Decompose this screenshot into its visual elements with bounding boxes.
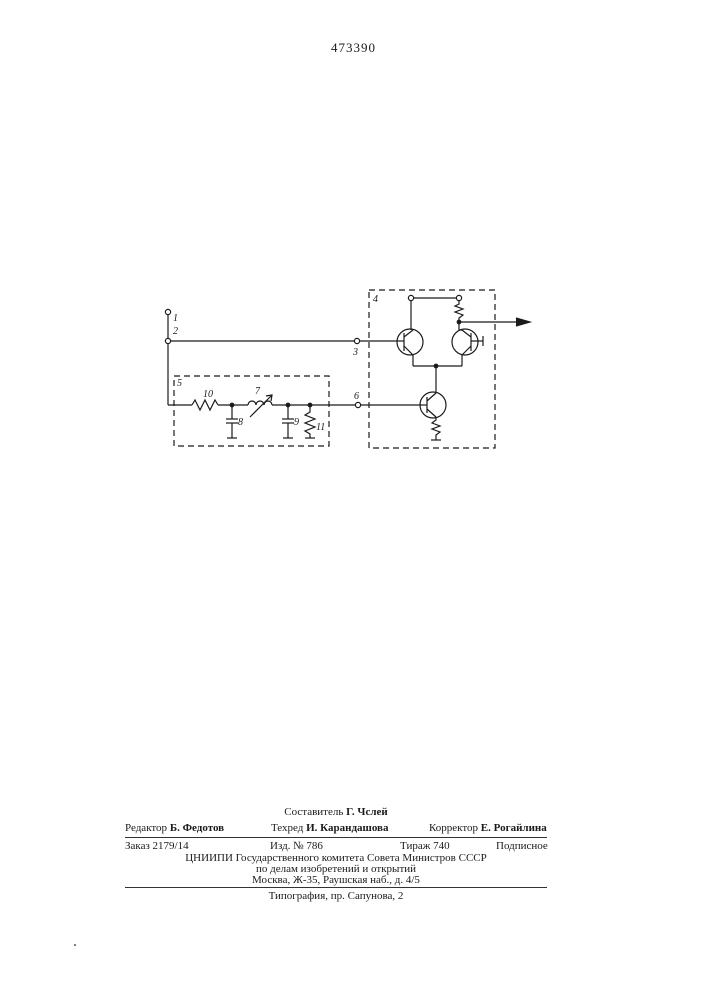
collector-resistor (455, 300, 463, 330)
techred-role: Техред (271, 822, 303, 834)
label-7: 7 (255, 386, 261, 397)
label-10: 10 (203, 389, 213, 400)
label-8: 8 (238, 417, 243, 428)
corrector-name: Е. Рогайлина (481, 822, 547, 834)
editor-role: Редактор (125, 822, 167, 834)
compiler-name: Г. Чслей (346, 806, 388, 818)
corrector-line: Корректор Е. Рогайлина (429, 822, 547, 834)
order-number: Заказ 2179/14 (125, 840, 189, 852)
node-3 (354, 338, 359, 343)
techred-name: И. Карандашова (306, 822, 388, 834)
edition-number: Изд. № 786 (270, 840, 323, 852)
compiler-line: Составитель Г. Чслей (125, 806, 547, 818)
label-4: 4 (373, 294, 378, 305)
emitter-resistor (432, 417, 440, 440)
label-2: 2 (173, 326, 178, 337)
scan-speck (74, 944, 76, 946)
techred-line: Техред И. Карандашова (271, 822, 389, 834)
editor-name: Б. Федотов (170, 822, 224, 834)
node-2 (165, 338, 170, 343)
label-9: 9 (294, 417, 299, 428)
printing-house: Типография, пр. Сапунова, 2 (125, 890, 547, 902)
resistor-10 (192, 400, 218, 410)
circulation: Тираж 740 (400, 840, 450, 852)
filter-block-5 (174, 376, 329, 446)
amplifier-block-4 (369, 290, 495, 448)
node-6 (355, 402, 360, 407)
label-1: 1 (173, 313, 178, 324)
label-5: 5 (177, 378, 182, 389)
editor-line: Редактор Б. Федотов (125, 822, 224, 834)
label-6: 6 (354, 391, 359, 402)
inductor-7 (248, 401, 272, 405)
resistor-11 (305, 405, 315, 438)
label-3: 3 (352, 347, 358, 358)
label-11: 11 (316, 422, 325, 433)
corrector-role: Корректор (429, 822, 478, 834)
subscription: Подписное (496, 840, 548, 852)
divider-top (125, 837, 547, 838)
divider-bottom (125, 887, 547, 888)
input-terminal (165, 309, 170, 314)
compiler-role: Составитель (284, 806, 343, 818)
org-line-3: Москва, Ж-35, Раушская наб., д. 4/5 (125, 874, 547, 886)
